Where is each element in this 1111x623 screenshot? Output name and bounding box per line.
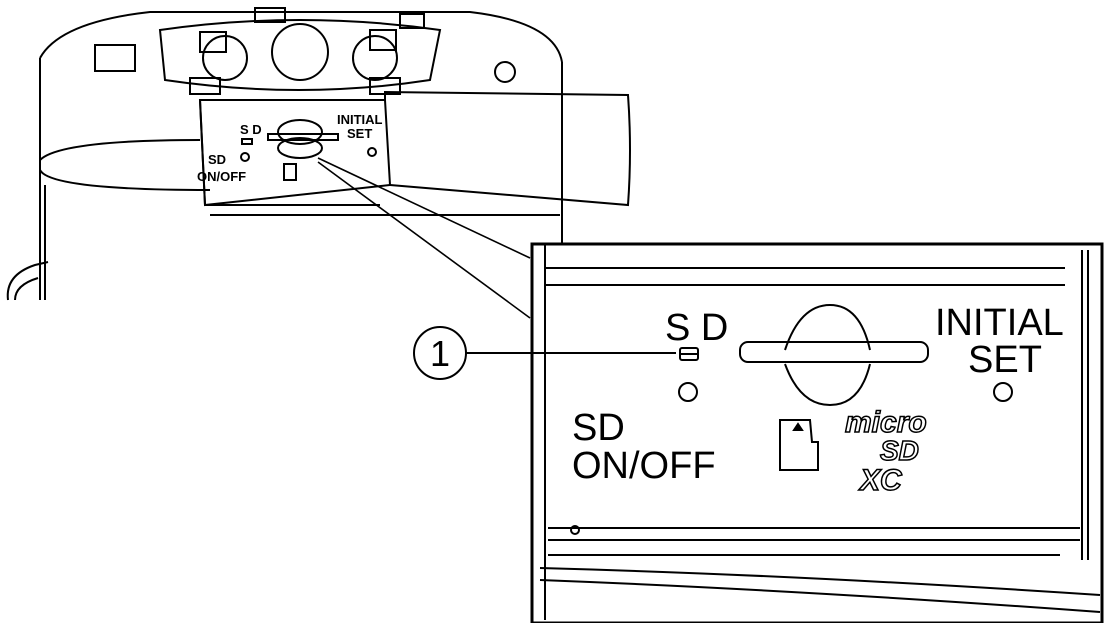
small-sd-onoff-label-1: SD [208, 152, 226, 167]
callout-1 [413, 326, 676, 380]
small-sd-label: S D [240, 122, 262, 137]
microsd-card-icon [779, 419, 819, 471]
sd-onoff-hole [678, 382, 698, 402]
zoom-set-label: SET [968, 339, 1042, 381]
callout-number: 1 [430, 333, 450, 374]
small-sd-onoff-label-2: ON/OFF [197, 169, 246, 184]
card-slot-notch [784, 303, 871, 351]
camera-body [6, 7, 563, 301]
logo-sd: SD [880, 435, 919, 466]
small-initial-label: INITIAL [337, 112, 383, 127]
microsdxc-logo: micro SD XC [844, 405, 927, 498]
small-set-label: SET [347, 126, 372, 141]
zoom-leader-lines [317, 157, 531, 319]
zoom-panel [530, 242, 1104, 623]
zoom-sd-onoff-label-2: ON/OFF [572, 445, 716, 487]
zoom-initial-label: INITIAL [935, 302, 1064, 344]
logo-xc: XC [858, 464, 903, 497]
zoom-sd-onoff-label-1: SD [572, 407, 625, 449]
zoom-sd-label: S D [665, 307, 728, 349]
card-slot [739, 341, 929, 363]
logo-micro: micro [845, 406, 927, 439]
small-slot-panel [198, 90, 631, 216]
initial-set-hole [993, 382, 1013, 402]
